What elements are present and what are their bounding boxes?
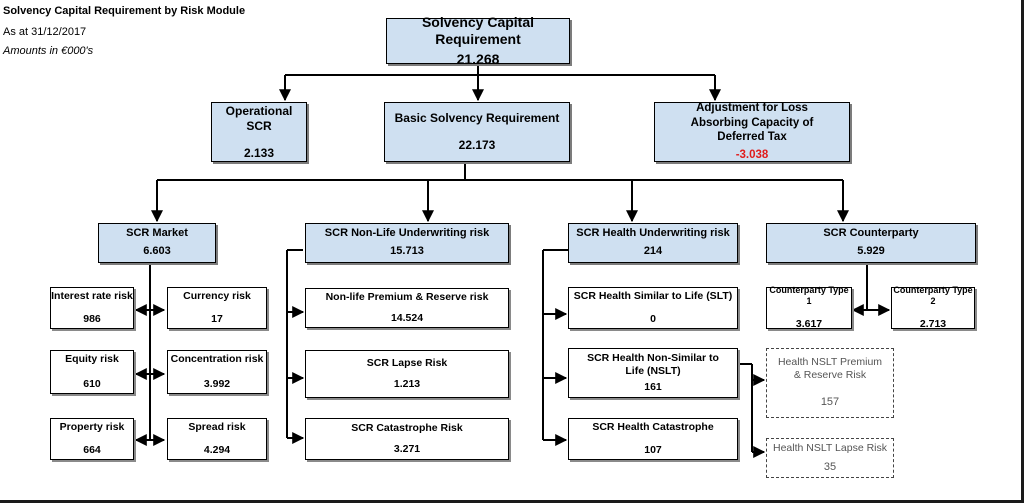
node-label: Operational SCR — [225, 103, 293, 133]
node-property-risk: Property risk 664 — [50, 418, 134, 460]
node-value: 1.213 — [393, 378, 421, 390]
node-value: 3.617 — [795, 317, 823, 330]
node-scr-market: SCR Market 6.603 — [98, 223, 216, 263]
node-scr-counterparty: SCR Counterparty 5.929 — [766, 223, 976, 263]
node-solvency-capital-requirement: Solvency Capital Requirement 21.268 — [386, 14, 570, 67]
node-value: 14.524 — [390, 312, 424, 324]
node-equity-risk: Equity risk 610 — [50, 350, 134, 394]
node-label: Currency risk — [183, 289, 251, 302]
node-value: 610 — [83, 378, 101, 390]
node-label: SCR Catastrophe Risk — [351, 421, 463, 434]
node-value: 107 — [644, 444, 662, 456]
node-label: SCR Health Underwriting risk — [576, 227, 730, 240]
node-health-nslt-premium-reserve: Health NSLT Premium & Reserve Risk 157 — [766, 348, 894, 418]
node-label: Health NSLT Lapse Risk — [773, 441, 887, 454]
node-label: Counterparty Type 2 — [893, 285, 973, 307]
reporting-date: As at 31/12/2017 — [3, 26, 87, 38]
node-counterparty-type-2: Counterparty Type 2 2.713 — [891, 285, 975, 330]
node-value: 3.992 — [203, 378, 231, 390]
node-value: 5.929 — [857, 245, 885, 257]
node-value: 15.713 — [390, 245, 424, 257]
node-spread-risk: Spread risk 4.294 — [167, 418, 267, 460]
node-label: Solvency Capital Requirement — [421, 13, 535, 48]
node-label: SCR Health Similar to Life (SLT) — [573, 289, 733, 302]
node-label: SCR Market — [126, 227, 188, 240]
node-label: SCR Health Non-Similar to Life (NSLT) — [587, 352, 719, 378]
node-label: Concentration risk — [170, 352, 264, 365]
node-label: SCR Counterparty — [823, 227, 919, 240]
node-concentration-risk: Concentration risk 3.992 — [167, 350, 267, 394]
node-label: Counterparty Type 1 — [769, 285, 849, 307]
node-value: 3.271 — [393, 443, 421, 455]
node-label: Adjustment for Loss Absorbing Capacity o… — [690, 102, 814, 143]
node-nonlife-catastrophe-risk: SCR Catastrophe Risk 3.271 — [305, 418, 509, 460]
node-label: Basic Solvency Requirement — [394, 111, 560, 125]
node-value: 214 — [643, 245, 663, 257]
amount-units: Amounts in €000's — [3, 45, 94, 57]
node-value: 6.603 — [143, 245, 171, 257]
node-scr-nonlife-underwriting: SCR Non-Life Underwriting risk 15.713 — [305, 223, 509, 263]
node-value: 17 — [211, 313, 223, 325]
diagram-title: Solvency Capital Requirement by Risk Mod… — [3, 5, 246, 17]
node-value: 157 — [820, 396, 840, 409]
node-counterparty-type-1: Counterparty Type 1 3.617 — [766, 285, 852, 330]
node-label: Spread risk — [188, 420, 246, 433]
node-label: Health NSLT Premium & Reserve Risk — [777, 356, 883, 382]
node-value-negative: -3.038 — [735, 149, 769, 162]
node-nonlife-lapse-risk: SCR Lapse Risk 1.213 — [305, 350, 509, 398]
node-value: 35 — [823, 460, 837, 473]
node-value: 21.268 — [456, 50, 500, 67]
node-value: 664 — [83, 444, 101, 456]
node-value: 4.294 — [203, 444, 231, 456]
node-value: 986 — [83, 313, 101, 325]
node-label: Interest rate risk — [51, 289, 133, 302]
node-operational-scr: Operational SCR 2.133 — [211, 102, 307, 162]
node-scr-health-underwriting: SCR Health Underwriting risk 214 — [568, 223, 738, 263]
node-currency-risk: Currency risk 17 — [167, 287, 267, 329]
node-health-catastrophe: SCR Health Catastrophe 107 — [568, 418, 738, 460]
node-label: SCR Lapse Risk — [366, 356, 448, 369]
node-basic-solvency-requirement: Basic Solvency Requirement 22.173 — [384, 102, 570, 162]
node-loss-absorbing-adjustment: Adjustment for Loss Absorbing Capacity o… — [654, 102, 850, 162]
node-health-slt: SCR Health Similar to Life (SLT) 0 — [568, 287, 738, 329]
node-label: Equity risk — [65, 352, 119, 365]
node-value: 22.173 — [458, 138, 496, 152]
node-value: 2.133 — [243, 145, 275, 160]
node-label: SCR Non-Life Underwriting risk — [324, 227, 490, 240]
node-value: 0 — [650, 313, 656, 325]
node-value: 161 — [644, 380, 662, 393]
node-label: Property risk — [59, 420, 125, 433]
node-value: 2.713 — [919, 317, 947, 330]
node-label: SCR Health Catastrophe — [592, 420, 714, 433]
node-nonlife-premium-reserve: Non-life Premium & Reserve risk 14.524 — [305, 288, 509, 328]
node-label: Non-life Premium & Reserve risk — [325, 290, 489, 303]
node-interest-rate-risk: Interest rate risk 986 — [50, 287, 134, 329]
node-health-nslt: SCR Health Non-Similar to Life (NSLT) 16… — [568, 348, 738, 398]
node-health-nslt-lapse-risk: Health NSLT Lapse Risk 35 — [766, 438, 894, 478]
